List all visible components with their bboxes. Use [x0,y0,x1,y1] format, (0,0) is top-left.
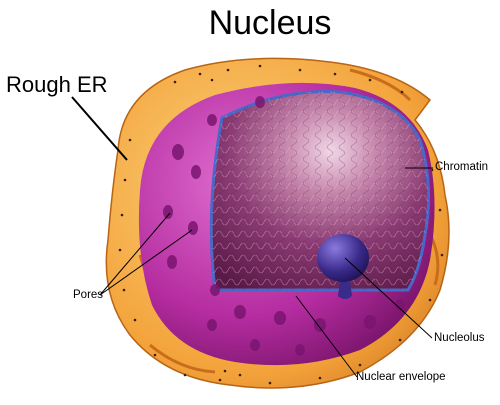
label-chromatin: Chromatin [435,161,489,173]
nuclear-pores [163,96,405,356]
label-rough-er: Rough ER [6,72,108,97]
er-fold [149,343,216,374]
label-nucleolus: Nucleolus [434,332,485,344]
pores-leader-1 [99,212,171,296]
rough-er-arrow [71,96,128,161]
nucleolus-stalk [338,282,352,299]
er-fold [349,68,412,102]
pores-leader-2 [99,229,193,296]
label-pores: Pores [73,289,104,301]
nucleolus-leader [344,257,433,339]
nuclear-envelope-leader [295,295,358,378]
diagram-title: Nucleus [208,4,332,42]
label-nuclear-envelope: Nuclear envelope [356,371,446,383]
chromatin-texture [211,91,429,290]
nucleolus-shape [317,234,369,282]
